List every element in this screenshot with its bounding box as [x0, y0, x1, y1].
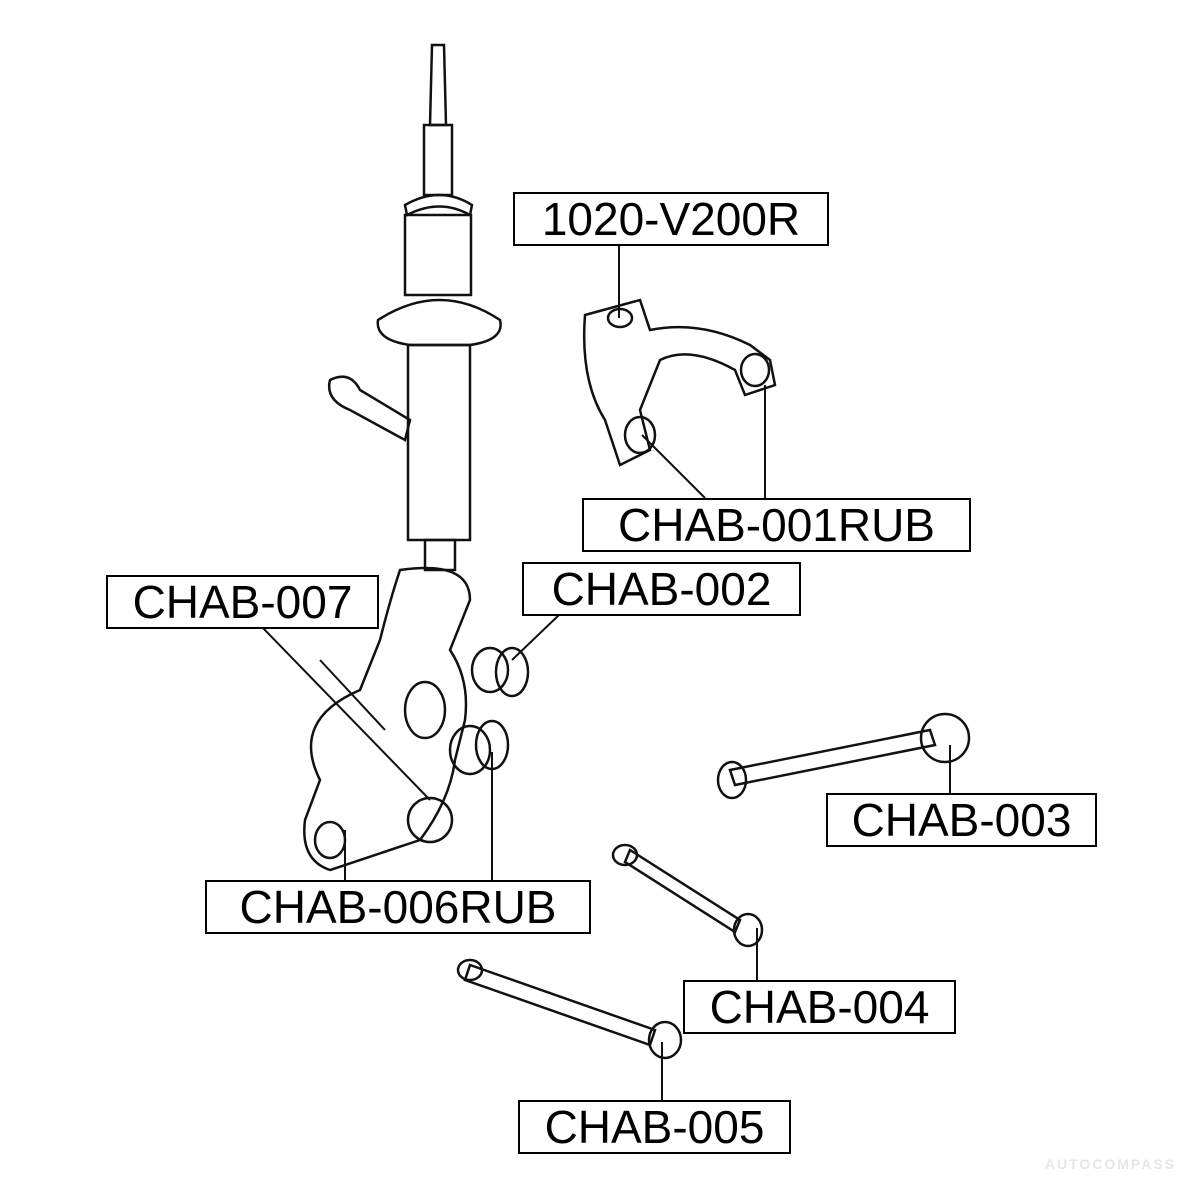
- part-label-chab-007: CHAB-007: [106, 575, 379, 629]
- leader-lines: [261, 242, 951, 1100]
- part-label-chab-002: CHAB-002: [522, 562, 801, 616]
- watermark: AUTOCOMPASS: [1044, 1156, 1176, 1172]
- shock-absorber: [376, 43, 502, 572]
- part-label-chab-001rub: CHAB-001RUB: [582, 498, 971, 552]
- bushing-002-part: [470, 646, 530, 698]
- part-label-1020-v200r: 1020-V200R: [513, 192, 829, 246]
- part-label-chab-005: CHAB-005: [518, 1100, 791, 1154]
- lateral-arm-004: [611, 843, 764, 948]
- part-label-chab-006rub: CHAB-006RUB: [205, 880, 591, 934]
- upper-control-arm: [582, 298, 777, 467]
- lateral-arm-005: [456, 958, 683, 1060]
- part-label-chab-004: CHAB-004: [683, 980, 956, 1034]
- part-label-chab-003: CHAB-003: [826, 793, 1097, 847]
- lateral-arm-003: [716, 712, 971, 800]
